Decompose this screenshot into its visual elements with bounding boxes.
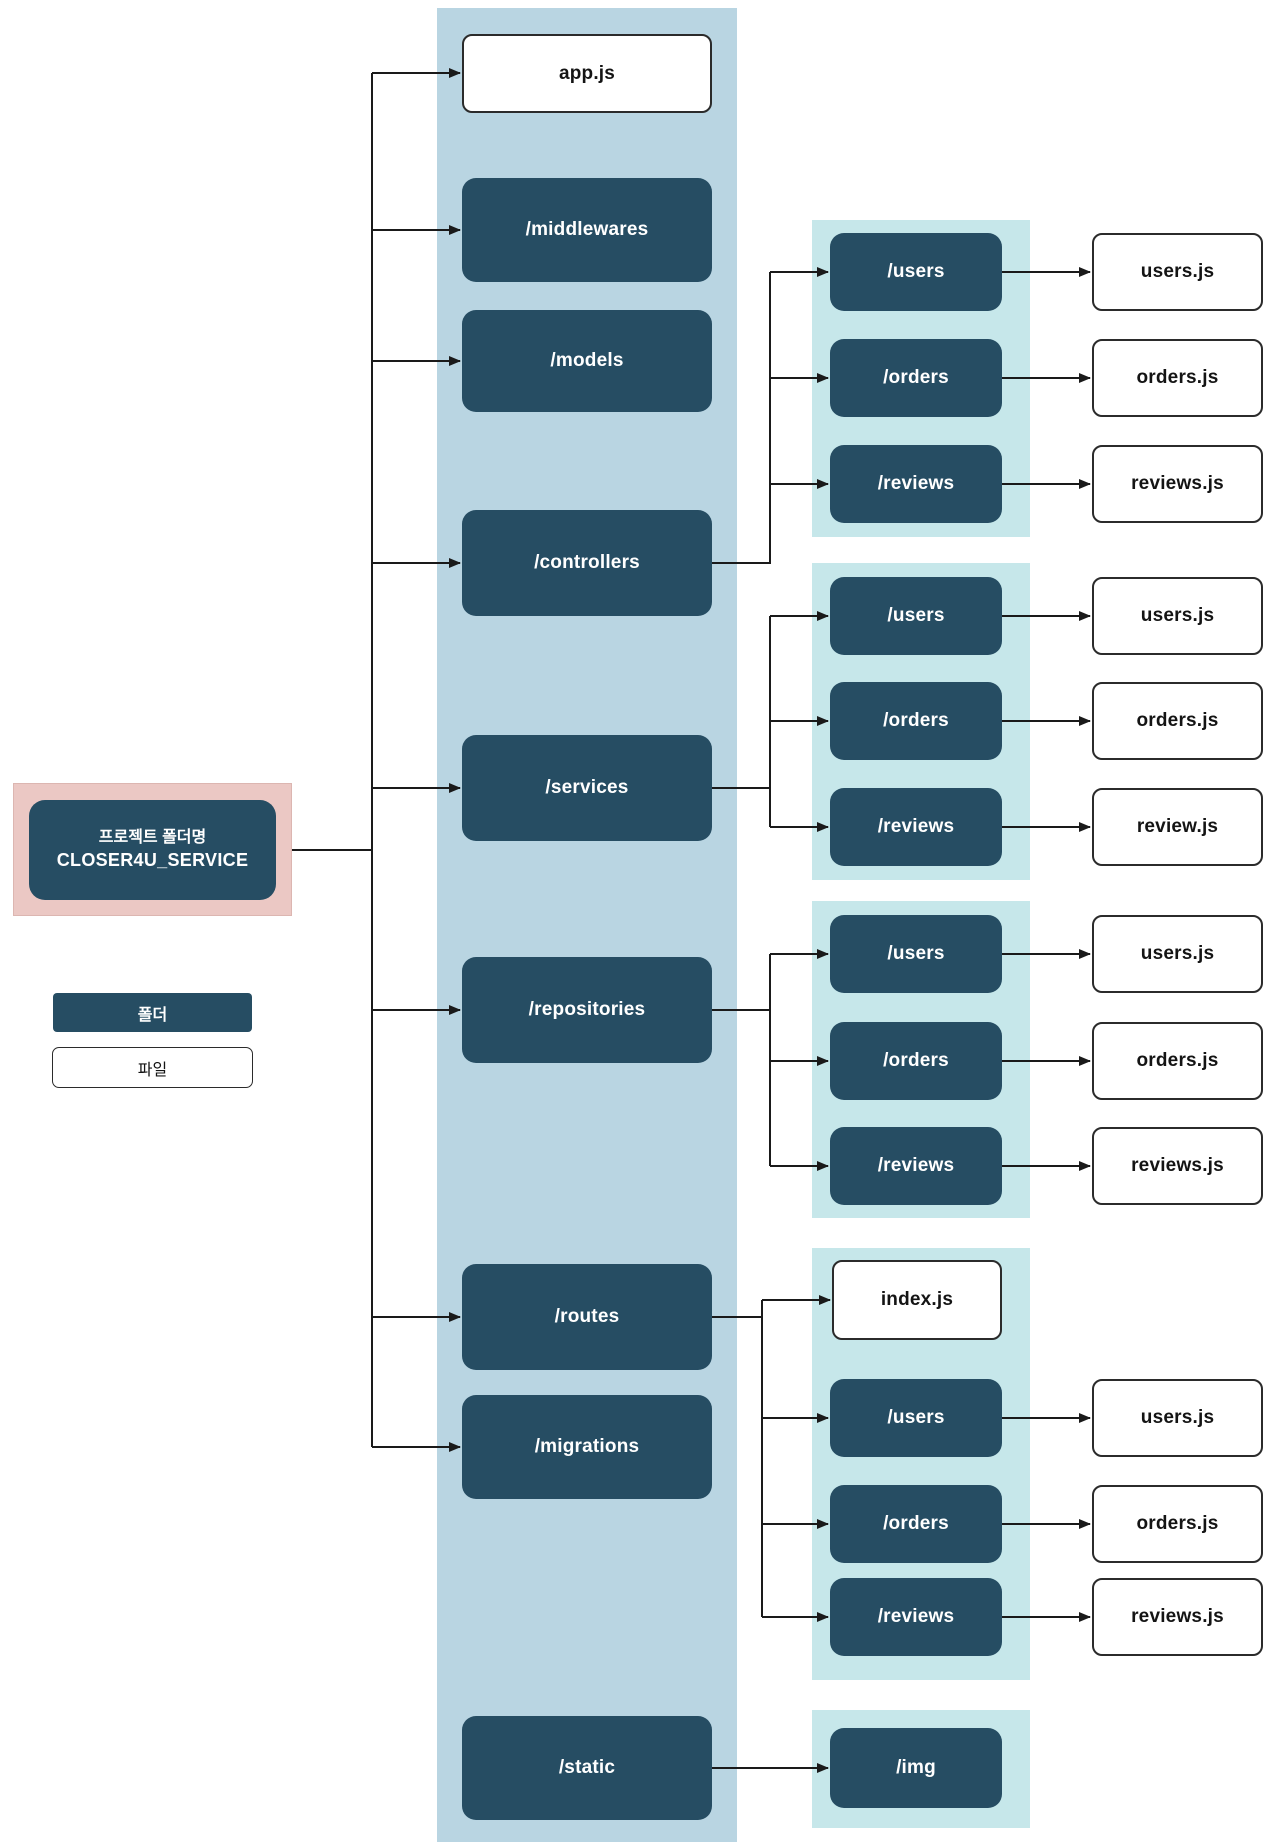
- folder-node-migrations: /migrations: [462, 1395, 712, 1499]
- file-node-routes-reviews-js: reviews.js: [1092, 1578, 1263, 1656]
- root-node-project-folder: 프로젝트 폴더명 CLOSER4U_SERVICE: [13, 783, 292, 916]
- node-label: review.js: [1136, 816, 1219, 837]
- node-label: /users: [887, 605, 945, 626]
- folder-node-services-users: /users: [830, 577, 1002, 655]
- file-node-controllers-orders-js: orders.js: [1092, 339, 1263, 417]
- legend-folder-swatch: 폴더: [53, 993, 252, 1032]
- folder-node-static: /static: [462, 1716, 712, 1820]
- file-node-repositories-users-js: users.js: [1092, 915, 1263, 993]
- node-label: /img: [896, 1757, 936, 1778]
- edge-controllers-feed: [712, 272, 771, 564]
- folder-node-services-orders: /orders: [830, 682, 1002, 760]
- folder-node-img: /img: [830, 1728, 1002, 1808]
- node-label: /reviews: [877, 1606, 955, 1627]
- node-label: /reviews: [877, 1155, 955, 1176]
- root-title-korean: 프로젝트 폴더명: [98, 828, 207, 846]
- folder-node-repositories-reviews: /reviews: [830, 1127, 1002, 1205]
- folder-node-controllers: /controllers: [462, 510, 712, 616]
- file-node-app-js: app.js: [462, 34, 712, 113]
- node-label: /models: [550, 350, 624, 371]
- folder-node-controllers-reviews: /reviews: [830, 445, 1002, 523]
- file-node-routes-index-js: index.js: [832, 1260, 1002, 1340]
- folder-node-routes-reviews: /reviews: [830, 1578, 1002, 1656]
- node-label: /reviews: [877, 473, 955, 494]
- legend-folder-label: 폴더: [137, 1006, 168, 1024]
- node-label: /reviews: [877, 816, 955, 837]
- node-label: /orders: [883, 710, 949, 731]
- root-title-project-name: CLOSER4U_SERVICE: [56, 850, 249, 871]
- node-label: /orders: [883, 1050, 949, 1071]
- node-label: users.js: [1140, 943, 1215, 964]
- file-node-services-review-js: review.js: [1092, 788, 1263, 866]
- folder-node-controllers-users: /users: [830, 233, 1002, 311]
- node-label: /orders: [883, 367, 949, 388]
- file-node-repositories-orders-js: orders.js: [1092, 1022, 1263, 1100]
- folder-node-repositories-users: /users: [830, 915, 1002, 993]
- file-node-routes-users-js: users.js: [1092, 1379, 1263, 1457]
- folder-node-repositories-orders: /orders: [830, 1022, 1002, 1100]
- node-label: /users: [887, 1407, 945, 1428]
- folder-node-models: /models: [462, 310, 712, 412]
- node-label: /repositories: [528, 999, 646, 1020]
- file-node-controllers-reviews-js: reviews.js: [1092, 445, 1263, 523]
- node-label: orders.js: [1136, 367, 1219, 388]
- node-label: /static: [558, 1757, 616, 1778]
- folder-node-services: /services: [462, 735, 712, 841]
- folder-node-repositories: /repositories: [462, 957, 712, 1063]
- file-node-routes-orders-js: orders.js: [1092, 1485, 1263, 1563]
- node-label: orders.js: [1136, 1513, 1219, 1534]
- node-label: app.js: [558, 62, 616, 84]
- legend-file-label: 파일: [137, 1061, 168, 1079]
- file-node-controllers-users-js: users.js: [1092, 233, 1263, 311]
- node-label: /users: [887, 261, 945, 282]
- folder-node-routes-users: /users: [830, 1379, 1002, 1457]
- legend-file-swatch: 파일: [52, 1047, 253, 1088]
- folder-node-routes: /routes: [462, 1264, 712, 1370]
- node-label: /orders: [883, 1513, 949, 1534]
- node-label: orders.js: [1136, 710, 1219, 731]
- root-node-box: 프로젝트 폴더명 CLOSER4U_SERVICE: [29, 799, 276, 900]
- folder-node-routes-orders: /orders: [830, 1485, 1002, 1563]
- node-label: /controllers: [534, 552, 640, 573]
- file-node-services-users-js: users.js: [1092, 577, 1263, 655]
- folder-node-services-reviews: /reviews: [830, 788, 1002, 866]
- node-label: /services: [545, 777, 629, 798]
- node-label: users.js: [1140, 605, 1215, 626]
- node-label: /middlewares: [525, 219, 649, 240]
- file-node-services-orders-js: orders.js: [1092, 682, 1263, 760]
- node-label: reviews.js: [1131, 1606, 1224, 1627]
- folder-node-controllers-orders: /orders: [830, 339, 1002, 417]
- node-label: index.js: [880, 1289, 954, 1310]
- node-label: users.js: [1140, 261, 1215, 282]
- node-label: /migrations: [534, 1436, 640, 1457]
- folder-node-middlewares: /middlewares: [462, 178, 712, 282]
- node-label: users.js: [1140, 1407, 1215, 1428]
- node-label: reviews.js: [1131, 1155, 1224, 1176]
- node-label: orders.js: [1136, 1050, 1219, 1071]
- node-label: /routes: [554, 1306, 620, 1327]
- file-node-repositories-reviews-js: reviews.js: [1092, 1127, 1263, 1205]
- node-label: /users: [887, 943, 945, 964]
- node-label: reviews.js: [1131, 473, 1224, 494]
